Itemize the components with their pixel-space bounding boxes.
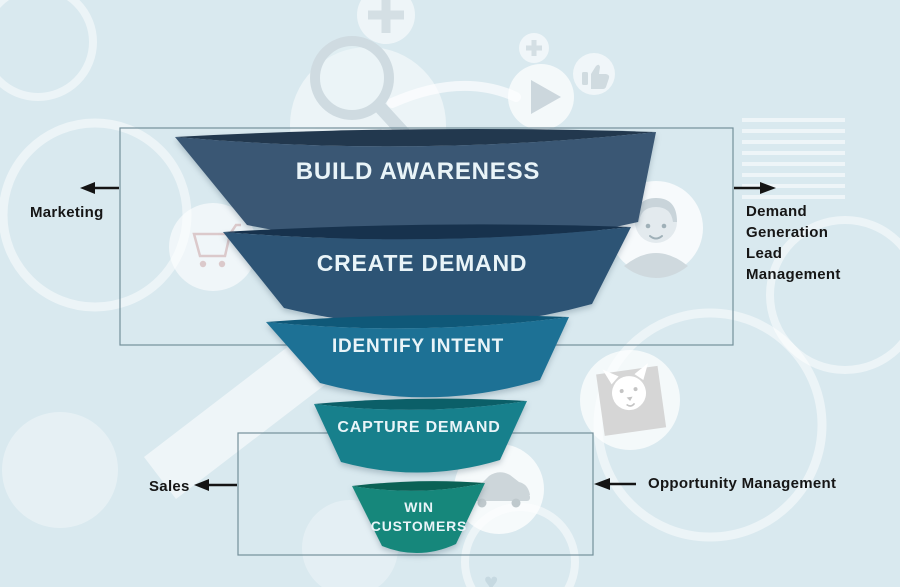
demand-generation-line: Demand <box>746 203 807 220</box>
dog-photo-icon <box>580 350 680 450</box>
ring-decoration <box>766 216 900 374</box>
demand-generation-line: Generation <box>746 224 829 241</box>
funnel-stage-win-customers <box>352 483 485 554</box>
funnel <box>175 128 656 554</box>
thumbs-up-icon <box>573 53 615 95</box>
demand-generation-arrow <box>734 182 776 194</box>
funnel-stage-identify-intent <box>266 317 569 398</box>
funnel-stage-identify-intent-lip <box>266 314 569 329</box>
heart-icon: ♥ <box>484 569 498 587</box>
funnel-stage-capture-demand-lip <box>314 398 527 410</box>
funnel-stage-win-customers-lip <box>352 481 485 491</box>
funnel-stage-build-awareness-lip <box>175 128 656 147</box>
demand-generation-line: Lead <box>746 245 783 262</box>
demand-generation-label: Demand Generation Lead Management <box>746 201 841 285</box>
funnel-stage-create-demand <box>223 227 631 327</box>
stage-label-customers: CUSTOMERS <box>371 518 467 534</box>
funnel-stage-build-awareness <box>175 132 656 245</box>
demand-generation-line: Management <box>746 266 841 283</box>
opportunity-management-label: Opportunity Management <box>648 475 837 492</box>
stage-label-create-demand: CREATE DEMAND <box>317 250 528 276</box>
plus-icon <box>357 0 415 44</box>
blob-decoration <box>2 412 118 528</box>
funnel-stage-capture-demand <box>314 401 527 473</box>
marketing-arrow <box>80 182 119 194</box>
sales-label: Sales <box>149 478 190 495</box>
stage-label-build-awareness: BUILD AWARENESS <box>296 158 540 185</box>
car-icon <box>454 444 544 534</box>
funnel-stage-create-demand-lip <box>223 224 631 240</box>
sales-arrow <box>194 479 237 491</box>
stage-label-identify-intent: IDENTIFY INTENT <box>332 336 504 357</box>
ring-decoration <box>0 0 97 101</box>
opportunity-arrow <box>594 478 636 490</box>
stripes-decoration <box>742 118 845 199</box>
small-plus-icon <box>519 33 549 63</box>
cart-icon <box>169 203 257 291</box>
stage-label-capture-demand: CAPTURE DEMAND <box>337 419 500 436</box>
marketing-label: Marketing <box>30 204 104 221</box>
stage-label-win: WIN <box>404 499 434 515</box>
play-icon <box>508 64 574 130</box>
